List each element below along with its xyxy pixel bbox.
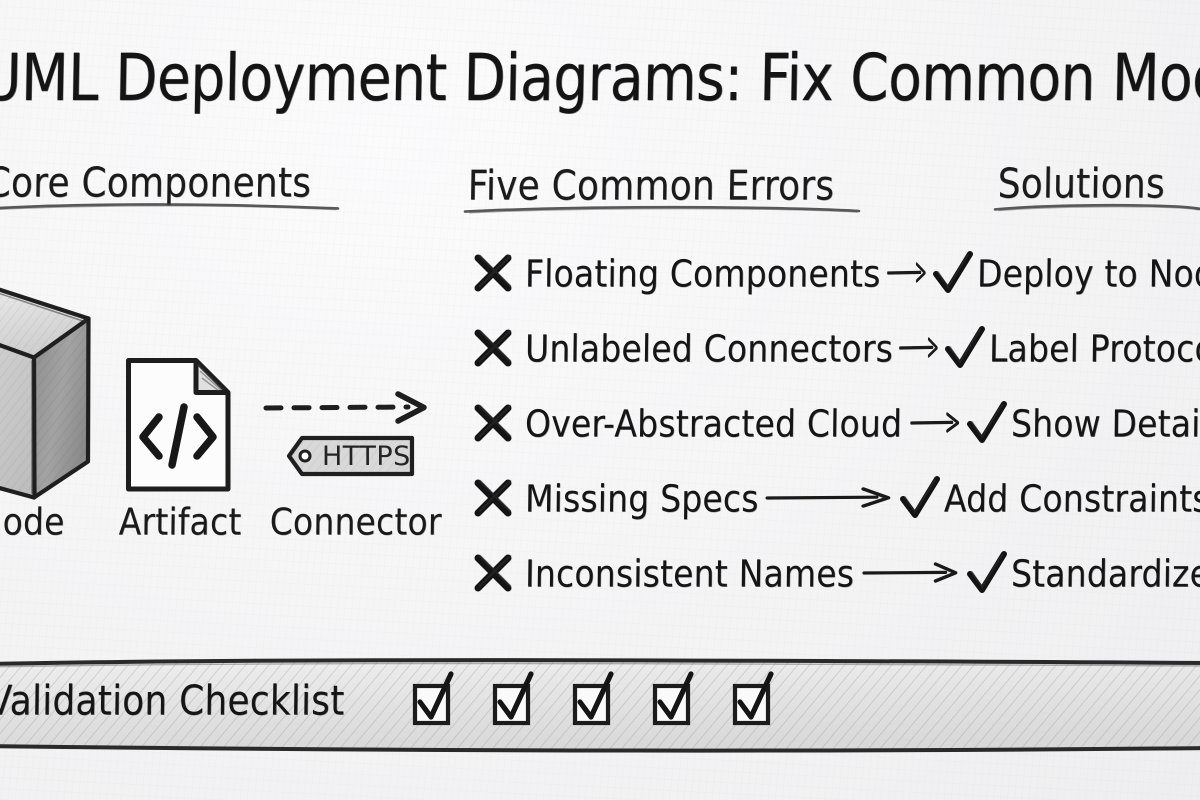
- underline-solutions: [992, 203, 1200, 212]
- error-label: Inconsistent Names: [524, 550, 855, 596]
- check-icon: [966, 550, 1007, 596]
- solution-label: Label Protocols: [988, 325, 1200, 371]
- solution-label: Deploy to Nodes: [976, 250, 1200, 296]
- validation-checklist-bar: Validation Checklist: [0, 654, 1200, 754]
- errors-solutions-list: Floating Components Deploy to Nodes: [470, 245, 1200, 601]
- x-icon: [470, 400, 516, 446]
- checkbox-checked-icon[interactable]: [652, 671, 694, 730]
- connector-protocol-tag-text: HTTPS: [322, 441, 411, 472]
- solution-label: Add Constraints: [944, 475, 1200, 521]
- error-solution-row: Missing Specs Add Constraints: [470, 470, 1200, 526]
- artifact-document-code-icon: [122, 355, 234, 495]
- error-solution-row: Over-Abstracted Cloud Show Detail: [470, 395, 1200, 451]
- checklist-checkbox-group: [412, 671, 774, 730]
- solution-label: Standardize: [1010, 550, 1200, 596]
- check-icon: [945, 325, 986, 371]
- error-label: Missing Specs: [524, 475, 759, 521]
- arrow-right-icon: [860, 560, 961, 586]
- error-label: Over-Abstracted Cloud: [524, 400, 903, 446]
- arrow-right-icon: [886, 260, 927, 286]
- solution-label: Show Detail: [1010, 400, 1200, 446]
- check-icon: [932, 250, 973, 296]
- underline-core-components: [0, 202, 340, 211]
- checkbox-checked-icon[interactable]: [572, 671, 614, 730]
- checkbox-checked-icon[interactable]: [492, 671, 534, 730]
- error-label: Floating Components: [524, 250, 881, 296]
- arrow-right-icon: [899, 335, 939, 361]
- checkbox-checked-icon[interactable]: [412, 671, 454, 730]
- arrow-right-icon: [908, 410, 961, 436]
- underline-five-common-errors: [462, 205, 862, 214]
- checkbox-checked-icon[interactable]: [732, 671, 774, 730]
- x-icon: [470, 250, 516, 296]
- node-cube-icon: [0, 275, 108, 520]
- error-solution-row: Unlabeled Connectors Label Protocols: [470, 320, 1200, 376]
- checklist-bar-background: [0, 654, 1200, 754]
- x-icon: [470, 550, 516, 596]
- error-solution-row: Floating Components Deploy to Nodes: [470, 245, 1200, 301]
- check-icon: [900, 475, 941, 521]
- checklist-label: Validation Checklist: [0, 678, 345, 725]
- connector-dashed-arrow-icon: HTTPS: [262, 391, 442, 496]
- x-icon: [470, 325, 516, 371]
- arrow-right-icon: [765, 485, 895, 511]
- error-label: Unlabeled Connectors: [524, 325, 894, 371]
- check-icon: [967, 400, 1008, 446]
- x-icon: [470, 475, 516, 521]
- error-solution-row: Inconsistent Names Standardize: [470, 545, 1200, 601]
